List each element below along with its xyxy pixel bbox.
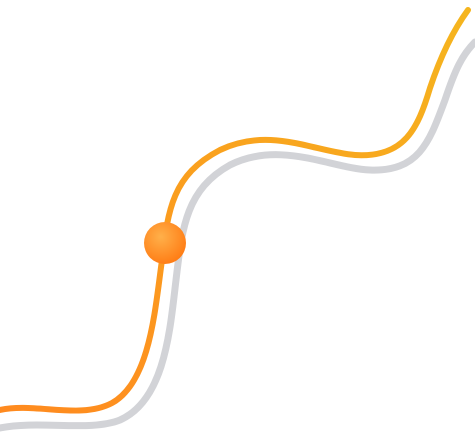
main-curve <box>0 7 471 414</box>
marker-dot <box>144 222 186 264</box>
shadow-curve <box>0 38 475 432</box>
